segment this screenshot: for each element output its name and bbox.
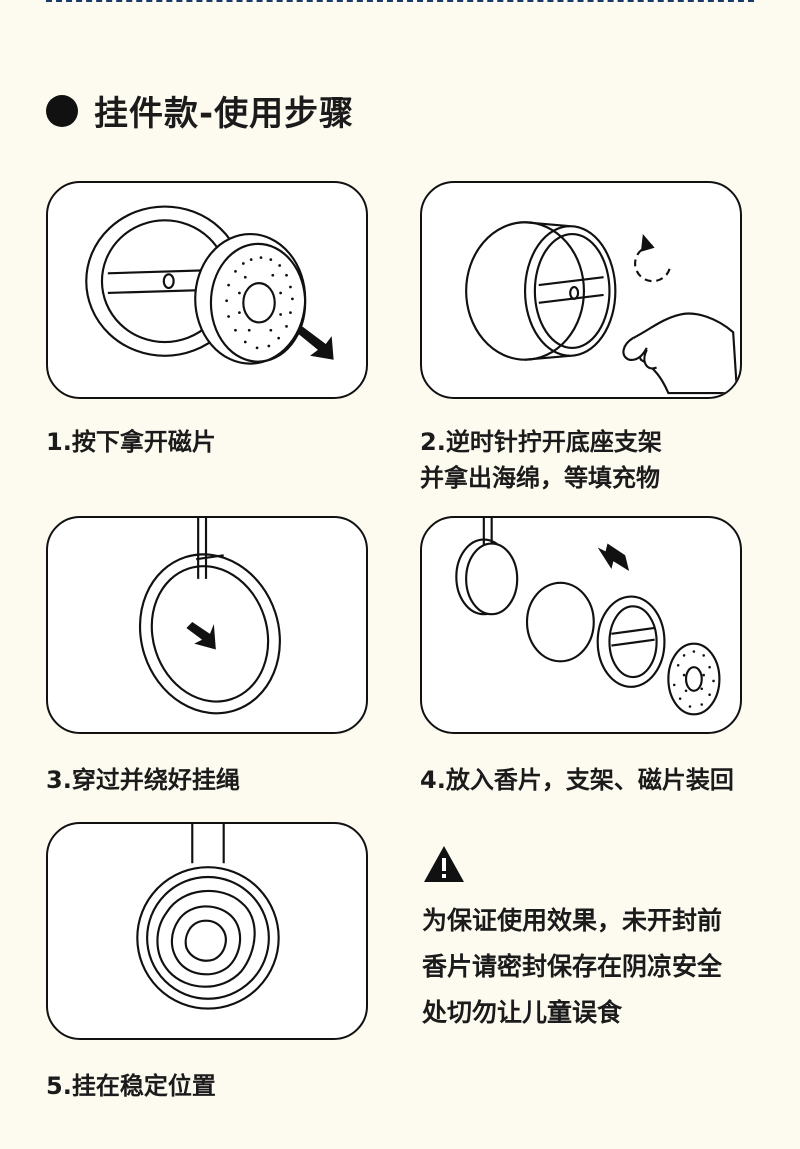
page-title: 挂件款-使用步骤 — [94, 86, 354, 135]
title-bullet-icon — [46, 95, 78, 127]
step-4-illustration — [420, 516, 742, 734]
step-3-caption: 3.穿过并绕好挂绳 — [46, 762, 240, 798]
step-2-illustration — [420, 181, 742, 399]
magnet-removal-drawing — [48, 183, 366, 397]
step-2-caption-line1: 2.逆时针拧开底座支架 — [420, 424, 662, 460]
step-4-caption: 4.放入香片，支架、磁片装回 — [420, 762, 734, 798]
step-1-illustration — [46, 181, 368, 399]
step-2-caption-line2: 并拿出海绵，等填充物 — [420, 460, 660, 496]
warning-line-2: 香片请密封保存在阴凉安全 — [422, 944, 722, 990]
reassemble-drawing — [422, 518, 740, 732]
top-dashed-divider — [46, 0, 754, 2]
warning-line-1: 为保证使用效果，未开封前 — [422, 898, 722, 944]
section-header: 挂件款-使用步骤 — [46, 86, 354, 135]
warning-line-3: 处切勿让儿童误食 — [422, 990, 722, 1036]
step-5-illustration — [46, 822, 368, 1040]
hanging-drawing — [48, 824, 366, 1038]
warning-message: 为保证使用效果，未开封前 香片请密封保存在阴凉安全 处切勿让儿童误食 — [422, 898, 722, 1036]
step-1-caption: 1.按下拿开磁片 — [46, 424, 216, 460]
step-5-caption: 5.挂在稳定位置 — [46, 1068, 216, 1104]
warning-triangle-icon — [422, 844, 466, 884]
thread-rope-drawing — [48, 518, 366, 732]
step-3-illustration — [46, 516, 368, 734]
unscrew-base-drawing — [422, 183, 740, 397]
